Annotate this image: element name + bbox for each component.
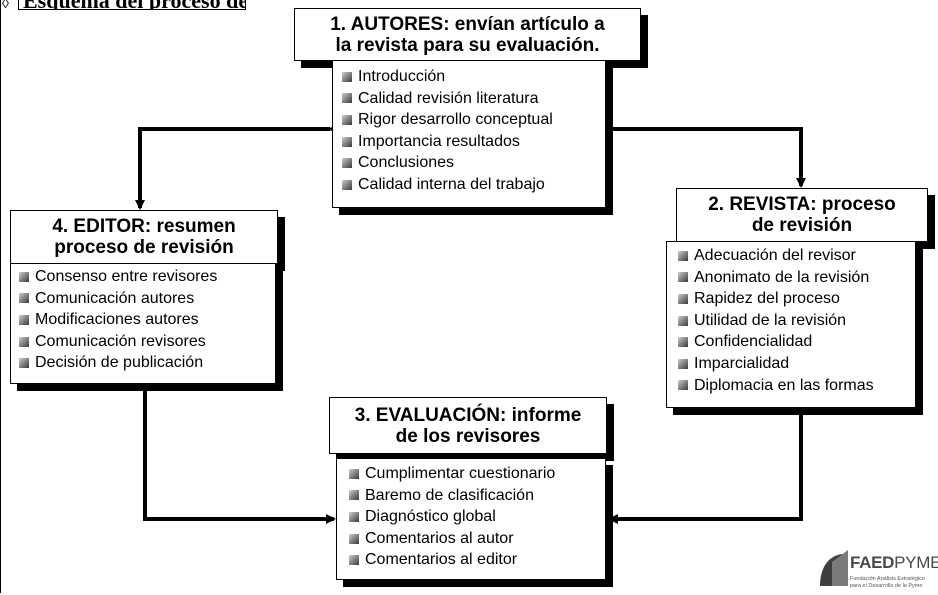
list-item: Comunicación revisores bbox=[19, 331, 275, 353]
evaluacion-criteria-box: Cumplimentar cuestionario Baremo de clas… bbox=[336, 458, 606, 580]
editor-title-line1: 4. EDITOR: resumen bbox=[52, 216, 236, 237]
square-bullet-icon bbox=[349, 511, 359, 522]
square-bullet-icon bbox=[19, 314, 29, 325]
square-bullet-icon bbox=[349, 555, 359, 566]
list-item: Consenso entre revisores bbox=[19, 266, 275, 288]
square-bullet-icon bbox=[349, 468, 359, 479]
autores-title-line1: 1. AUTORES: envían artículo a bbox=[330, 13, 605, 35]
square-bullet-icon bbox=[349, 533, 359, 544]
slide-heading: Esquema del proceso de revisión (I) bbox=[18, 0, 246, 10]
list-item: Utilidad de la revisión bbox=[678, 310, 915, 332]
square-bullet-icon bbox=[342, 71, 352, 82]
list-item: Comentarios al editor bbox=[349, 549, 605, 571]
square-bullet-icon bbox=[678, 380, 688, 391]
arrow-revista-evaluacion bbox=[608, 400, 806, 524]
autores-title-box: 1. AUTORES: envían artículo a la revista… bbox=[294, 8, 641, 61]
list-item: Diagnóstico global bbox=[349, 506, 605, 528]
list-item: Importancia resultados bbox=[342, 131, 605, 153]
square-bullet-icon bbox=[678, 293, 688, 304]
list-item: Cumplimentar cuestionario bbox=[349, 463, 605, 485]
list-item: Imparcialidad bbox=[678, 353, 915, 375]
list-item: Anonimato de la revisión bbox=[678, 267, 915, 289]
logo-subtitle-line1: Fundación Análisis Estratégico bbox=[850, 576, 925, 582]
list-item: Introducción bbox=[342, 66, 605, 88]
revista-title-line2: de revisión bbox=[751, 215, 853, 236]
square-bullet-icon bbox=[19, 336, 29, 347]
revista-title-box: 2. REVISTA: proceso de revisión bbox=[676, 188, 928, 242]
faedpyme-mark-icon bbox=[820, 550, 848, 586]
list-item: Decisión de publicación bbox=[19, 352, 275, 374]
corner-mark: ◊ bbox=[2, 0, 9, 11]
list-item: Comentarios al autor bbox=[349, 528, 605, 550]
evaluacion-title-box: 3. EVALUACIÓN: informe de los revisores bbox=[329, 397, 607, 454]
square-bullet-icon bbox=[342, 158, 352, 169]
square-bullet-icon bbox=[349, 490, 359, 501]
square-bullet-icon bbox=[19, 358, 29, 369]
list-item: Comunicación autores bbox=[19, 288, 275, 310]
list-item: Rapidez del proceso bbox=[678, 288, 915, 310]
list-item: Confidencialidad bbox=[678, 331, 915, 353]
list-item: Baremo de clasificación bbox=[349, 485, 605, 507]
evaluacion-title-line1: 3. EVALUACIÓN: informe bbox=[354, 404, 582, 426]
revista-title-line1: 2. REVISTA: proceso bbox=[708, 194, 896, 215]
autores-criteria-box: Introducción Calidad revisión literatura… bbox=[332, 60, 606, 208]
square-bullet-icon bbox=[678, 337, 688, 348]
editor-title-line2: proceso de revisión bbox=[54, 237, 234, 258]
logo-subtitle-line2: para el Desarrollo de la Pyme bbox=[850, 583, 923, 589]
square-bullet-icon bbox=[342, 179, 352, 190]
square-bullet-icon bbox=[342, 136, 352, 147]
list-item: Rigor desarrollo conceptual bbox=[342, 109, 605, 131]
list-item: Calidad interna del trabajo bbox=[342, 174, 605, 196]
list-item: Calidad revisión literatura bbox=[342, 88, 605, 110]
editor-criteria-box: Consenso entre revisores Comunicación au… bbox=[10, 263, 276, 384]
faedpyme-logo: FAEDPYME Fundación Análisis Estratégico … bbox=[818, 548, 938, 595]
square-bullet-icon bbox=[19, 293, 29, 304]
arrow-autores-revista bbox=[602, 124, 806, 188]
square-bullet-icon bbox=[678, 315, 688, 326]
logo-name: FAEDPYME bbox=[850, 553, 938, 572]
autores-title-line2: la revista para su evaluación. bbox=[335, 34, 600, 56]
list-item: Adecuación del revisor bbox=[678, 245, 915, 267]
square-bullet-icon bbox=[678, 250, 688, 261]
square-bullet-icon bbox=[678, 272, 688, 283]
square-bullet-icon bbox=[342, 114, 352, 125]
square-bullet-icon bbox=[678, 358, 688, 369]
editor-title-box: 4. EDITOR: resumen proceso de revisión bbox=[10, 210, 278, 264]
evaluacion-title-line2: de los revisores bbox=[395, 425, 541, 447]
revista-criteria-box: Adecuación del revisor Anonimato de la r… bbox=[666, 241, 916, 408]
arrow-autores-editor bbox=[135, 124, 338, 210]
square-bullet-icon bbox=[342, 93, 352, 104]
list-item: Conclusiones bbox=[342, 152, 605, 174]
list-item: Modificaciones autores bbox=[19, 309, 275, 331]
square-bullet-icon bbox=[19, 271, 29, 282]
list-item: Diplomacia en las formas bbox=[678, 375, 915, 397]
arrow-editor-evaluacion bbox=[140, 376, 336, 524]
